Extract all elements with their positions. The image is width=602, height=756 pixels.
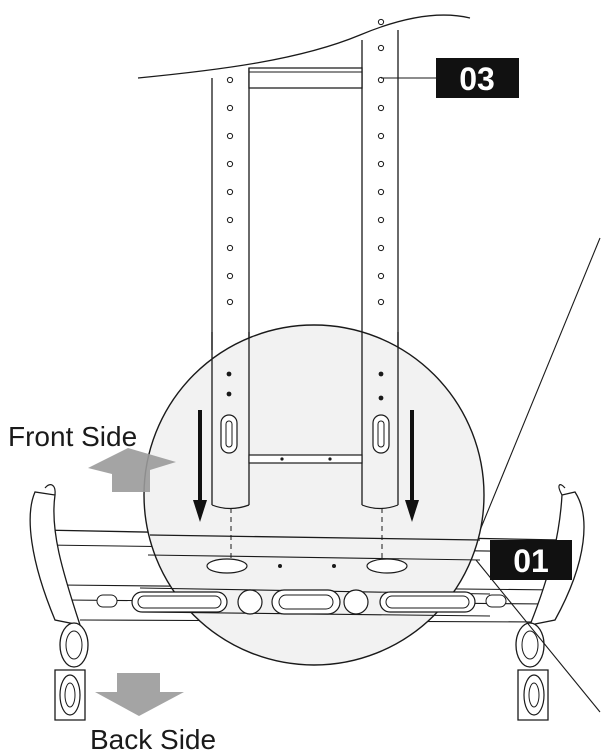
left-upright bbox=[211, 68, 250, 350]
front-side-label: Front Side bbox=[8, 421, 137, 452]
panel-cut-edge bbox=[137, 14, 471, 79]
magnifier-detail bbox=[131, 324, 491, 666]
right-caster-wheel bbox=[515, 622, 549, 721]
zoom-leader-lower bbox=[475, 559, 601, 713]
part-tag-03-label: 03 bbox=[459, 61, 495, 97]
zoom-leader-upper bbox=[475, 237, 601, 541]
back-side-arrow-icon bbox=[95, 673, 184, 716]
insert-arrow-right-icon bbox=[405, 410, 419, 522]
part-tag-01: 01 bbox=[490, 540, 572, 580]
right-upright bbox=[361, 18, 399, 350]
top-crossbar bbox=[248, 67, 363, 89]
back-side-label: Back Side bbox=[90, 724, 216, 755]
front-side-arrow-icon bbox=[88, 448, 176, 492]
part-tag-03: 03 bbox=[436, 58, 519, 98]
left-caster-wheel bbox=[54, 622, 89, 721]
insert-arrow-left-icon bbox=[193, 410, 207, 522]
part-tag-01-label: 01 bbox=[513, 543, 549, 579]
